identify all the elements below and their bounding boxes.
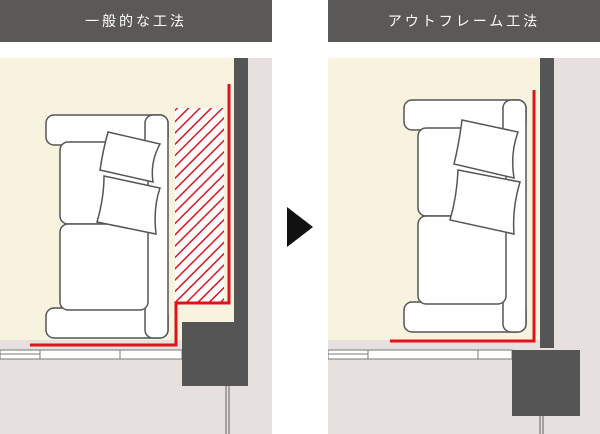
room-boundary-line bbox=[30, 84, 231, 347]
wall bbox=[540, 58, 554, 348]
cushion-icon bbox=[96, 131, 162, 235]
window-sash bbox=[328, 349, 513, 360]
wasted-space-hatch bbox=[175, 108, 224, 304]
header-conventional-method: 一般的な工法 bbox=[0, 0, 272, 42]
room-boundary-line bbox=[390, 90, 536, 343]
outframe-method-floorplan bbox=[328, 58, 600, 434]
column bbox=[512, 350, 580, 416]
cushion-icon bbox=[449, 119, 521, 235]
window-sash bbox=[0, 349, 183, 360]
wall bbox=[234, 58, 248, 322]
column bbox=[182, 322, 248, 386]
conventional-method-floorplan bbox=[0, 58, 272, 434]
header-outframe-method: アウトフレーム工法 bbox=[328, 0, 600, 42]
right-arrow-icon bbox=[287, 207, 313, 247]
